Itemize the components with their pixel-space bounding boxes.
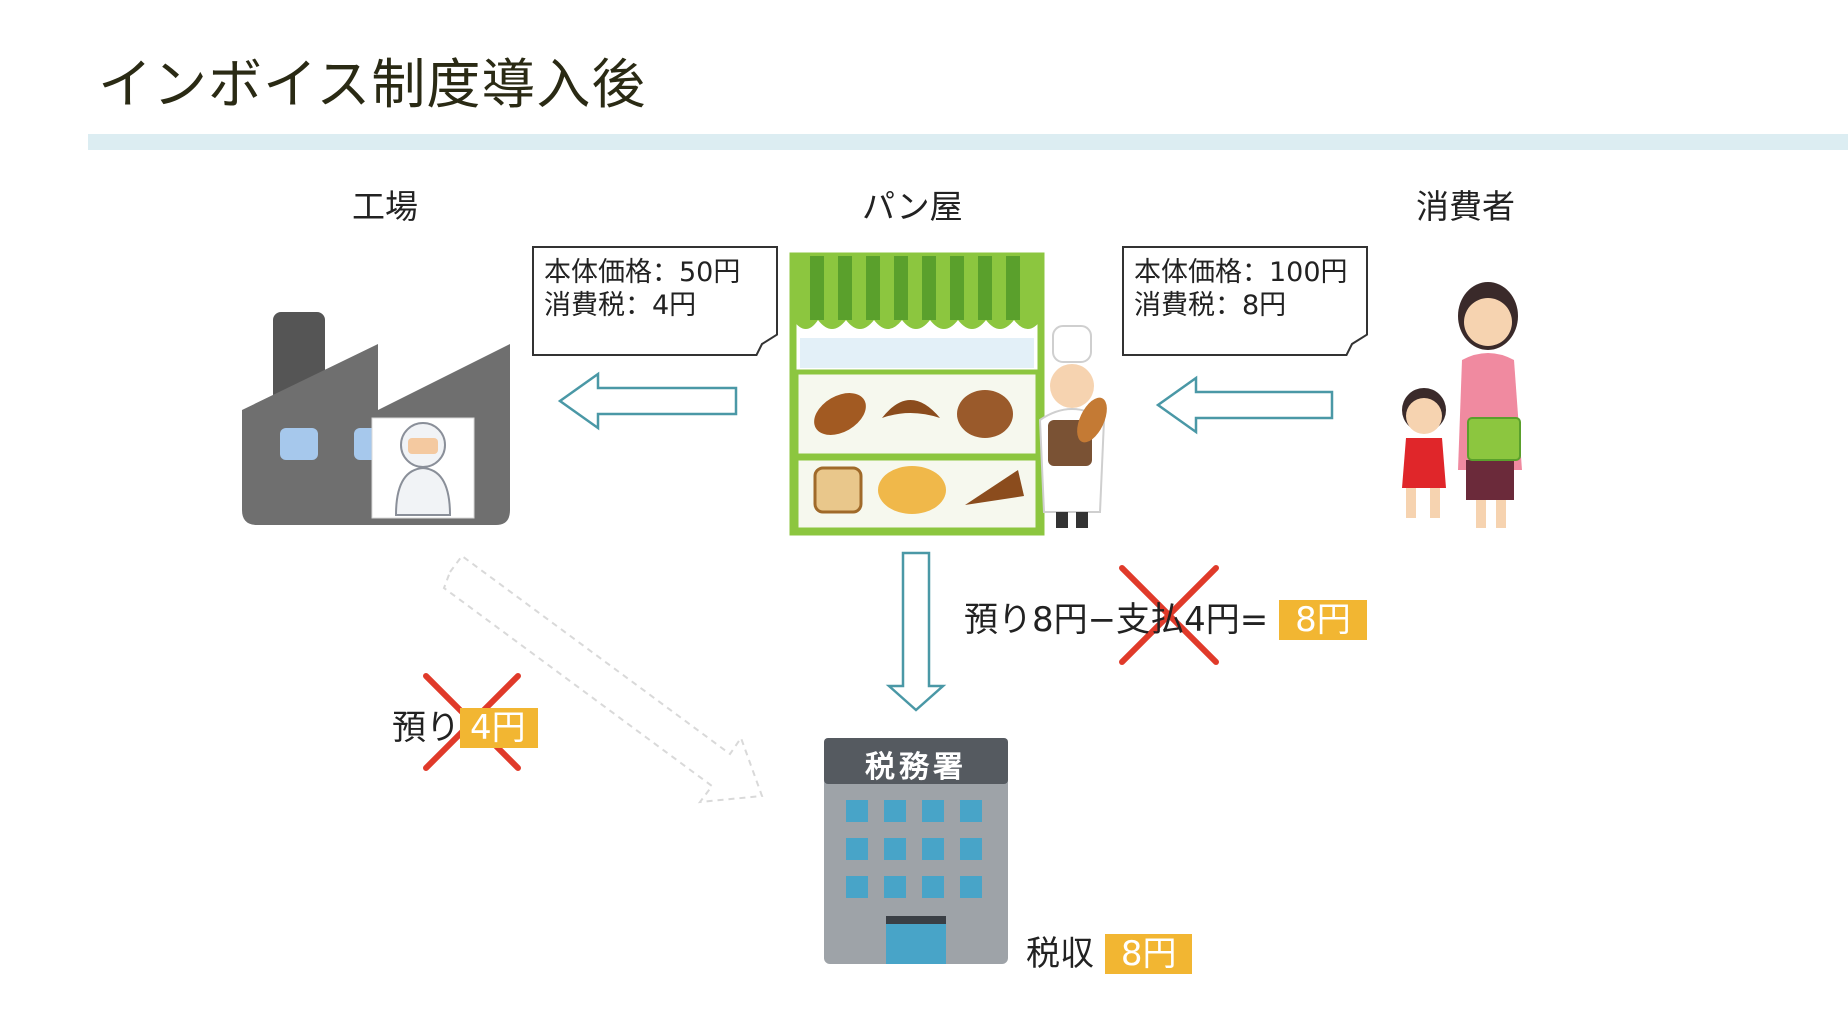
faded-diagonal-arrow: [442, 554, 764, 804]
baker-icon: [1038, 325, 1107, 528]
callout-tax-line: 消費税：4円: [544, 290, 697, 321]
bakery-shop-icon: [789, 252, 1045, 536]
callout-fold-icon: [756, 334, 778, 356]
cross-mark-icon: [1119, 565, 1219, 665]
equation-result-badge: 8円: [1279, 600, 1367, 640]
mother-child-icon: [1402, 282, 1522, 528]
invoice-callout-bakery: 本体価格：100円 消費税：8円: [1122, 246, 1368, 356]
equation-suffix: 4円=: [1184, 600, 1269, 640]
consumer-label: 消費者: [1416, 187, 1515, 226]
callout-price-line: 本体価格：100円: [1134, 257, 1348, 288]
equation-crossed-word: 払: [1150, 600, 1185, 640]
factory-label: 工場: [352, 187, 418, 226]
callout-price-line: 本体価格：50円: [544, 257, 741, 288]
factory-tax-badge: 4円: [460, 708, 538, 748]
tax-revenue-label: 税収 8円: [1026, 926, 1193, 975]
tax-office-sign: 税務署: [865, 750, 967, 785]
title-underline-bar: [88, 134, 1848, 150]
callout-fold-icon: [1346, 334, 1368, 356]
left-arrow-bakery-to-factory: [557, 371, 738, 431]
down-arrow-bakery-to-taxoffice: [885, 551, 947, 712]
tax-office-building-icon: [824, 738, 1008, 964]
tax-revenue-text: 税収: [1026, 934, 1094, 974]
equation-prefix: 預り8円−支: [964, 600, 1151, 640]
bakery-label: パン屋: [862, 187, 963, 226]
tax-revenue-badge: 8円: [1104, 934, 1193, 974]
invoice-callout-factory: 本体価格：50円 消費税：4円: [532, 246, 778, 356]
bakery-tax-equation: 預り8円−支払4円= 8円: [964, 592, 1367, 641]
factory-tax-prefix: 預り: [392, 708, 460, 748]
callout-tax-line: 消費税：8円: [1134, 290, 1287, 321]
page-title: インボイス制度導入後: [98, 53, 647, 116]
left-arrow-consumer-to-bakery: [1155, 375, 1334, 435]
factory-icon: [242, 312, 510, 525]
